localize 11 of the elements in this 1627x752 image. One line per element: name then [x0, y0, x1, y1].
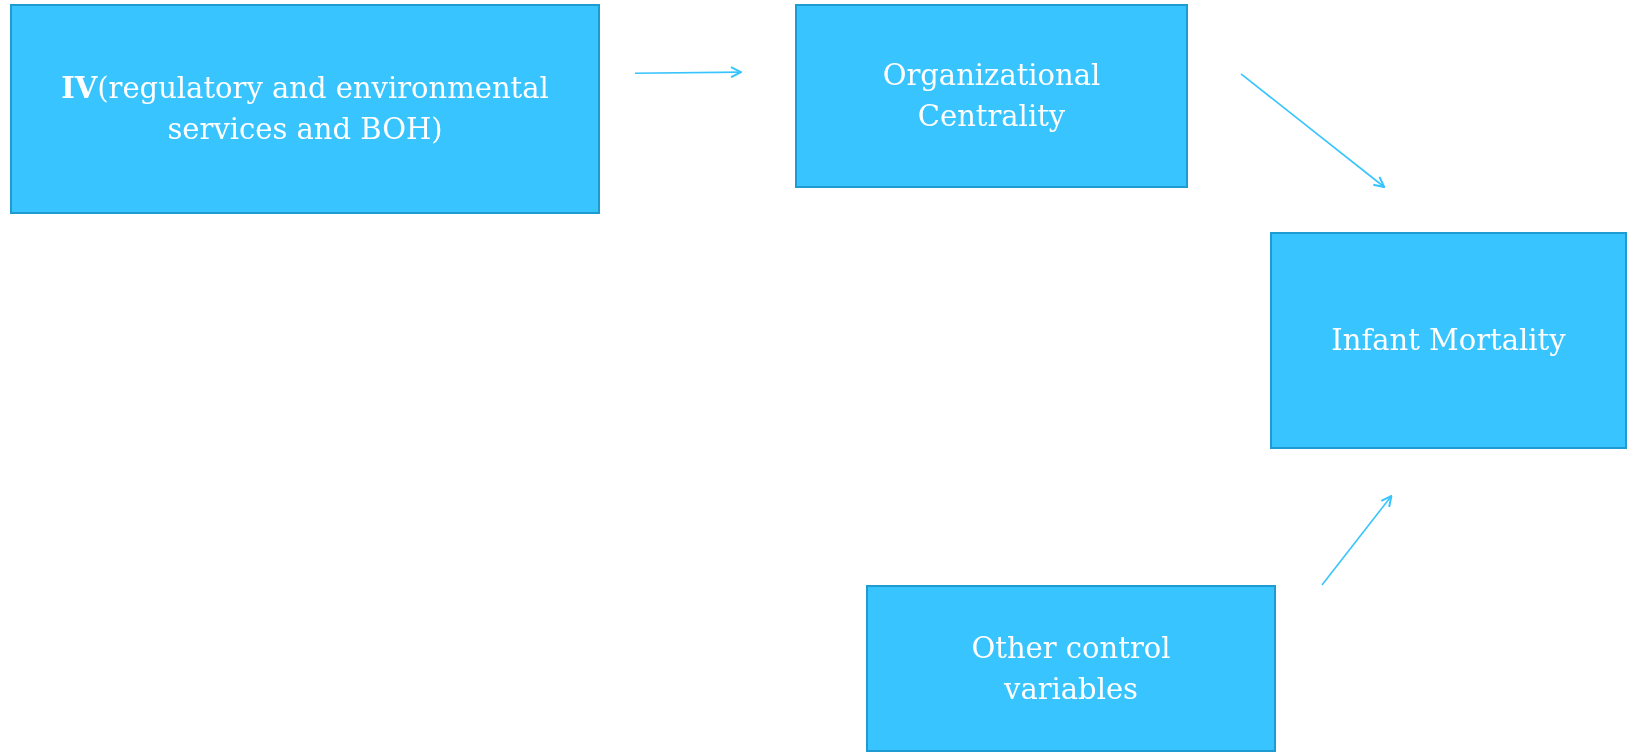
process-box	[1270, 232, 1627, 449]
box-label: Organizational Centrality	[881, 57, 1102, 135]
box-label: Infant Mortality	[1331, 322, 1566, 360]
arrow	[634, 66, 742, 79]
process-box	[10, 4, 600, 214]
process-box	[866, 585, 1276, 752]
box-label: Other control variables	[970, 629, 1172, 708]
arrow	[1240, 73, 1386, 188]
arrow	[1321, 495, 1393, 586]
box-label: IV(regulatory and environmental services and BOH)	[60, 70, 550, 148]
process-box	[795, 4, 1188, 188]
